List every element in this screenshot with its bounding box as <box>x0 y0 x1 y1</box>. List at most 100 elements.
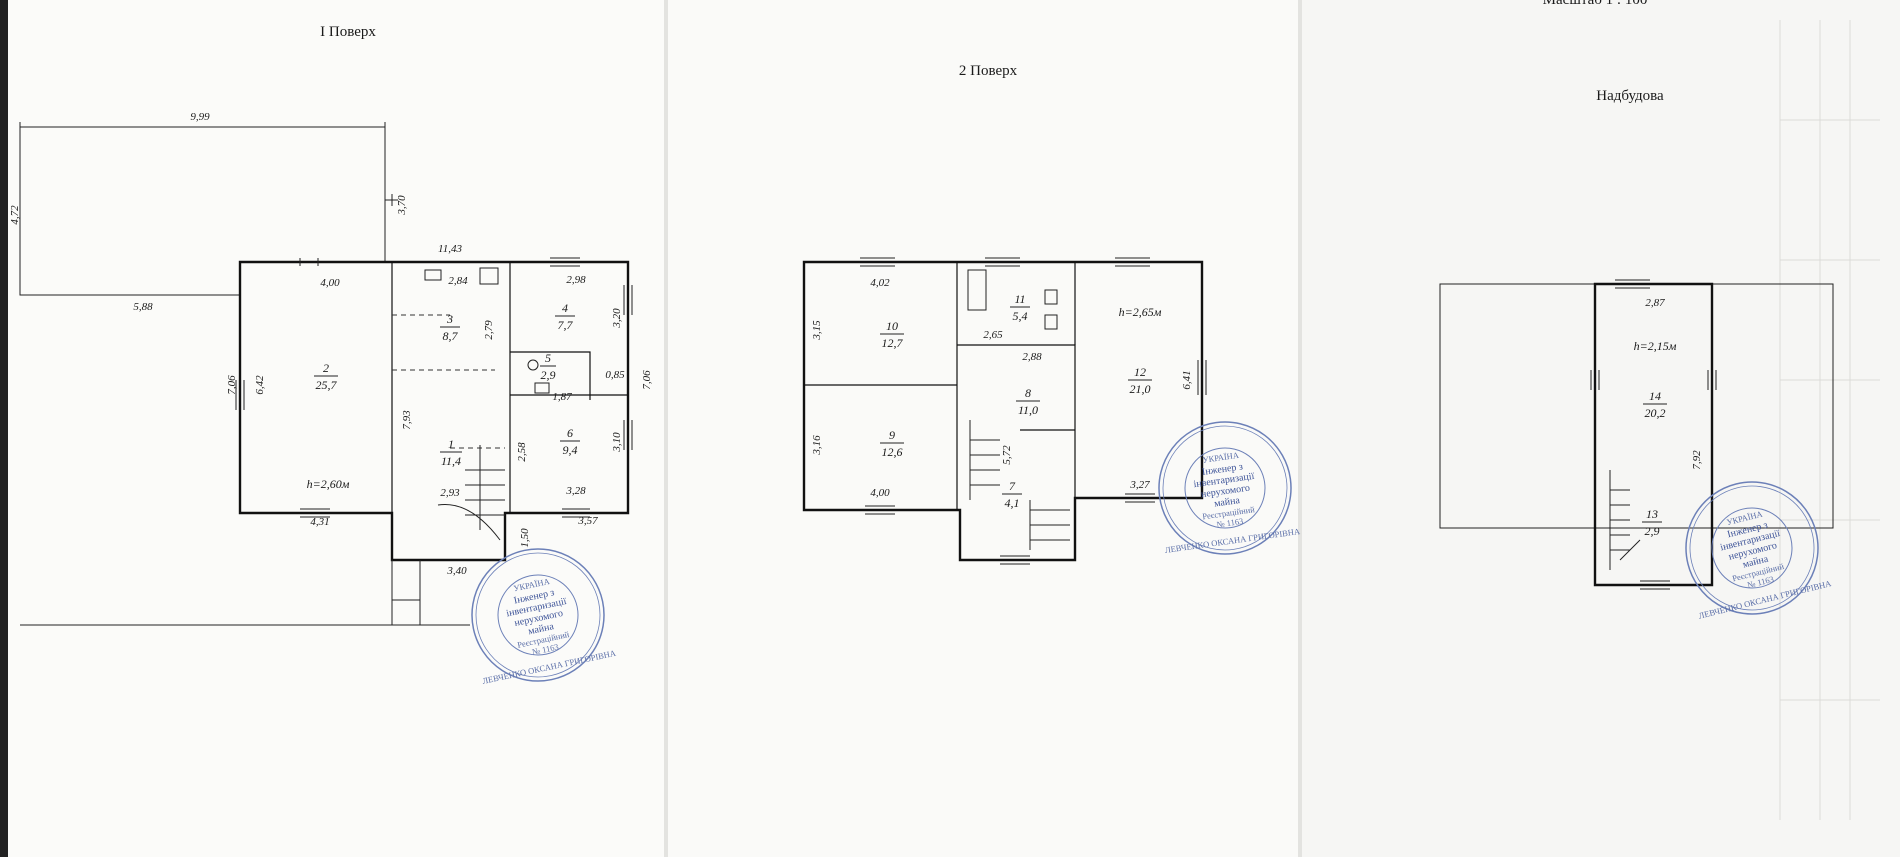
dim: 2,88 <box>1022 351 1042 363</box>
svg-text:11,0: 11,0 <box>1018 403 1038 417</box>
dim: 4,00 <box>870 487 890 499</box>
dim: 2,98 <box>566 274 586 286</box>
scale-note: Масштаб 1 : 100 <box>1543 0 1648 8</box>
room-14: 14 20,2 <box>1643 389 1667 420</box>
dim: 3,20 <box>611 308 623 329</box>
svg-text:11,4: 11,4 <box>441 454 461 468</box>
dim: 5,88 <box>133 301 153 313</box>
dim: 3,27 <box>1129 479 1150 491</box>
svg-text:20,2: 20,2 <box>1645 406 1666 420</box>
svg-text:10: 10 <box>886 319 898 333</box>
room-5: 5 2,9 <box>540 351 556 382</box>
background-table <box>1779 20 1880 820</box>
svg-text:4: 4 <box>562 301 568 315</box>
dim: 4,72 <box>9 205 21 225</box>
room-10: 10 12,7 <box>880 319 904 350</box>
svg-text:2: 2 <box>323 361 329 375</box>
svg-text:8,7: 8,7 <box>443 329 459 343</box>
svg-text:3: 3 <box>446 312 453 326</box>
floor-1-title: I Поверх <box>320 24 376 40</box>
dim: 3,70 <box>396 195 408 216</box>
room-9: 9 12,6 <box>880 428 904 459</box>
stamp-floor-2: УКРАЇНА Інженер з інвентаризації нерухом… <box>1158 421 1301 555</box>
stamp-floor-1: УКРАЇНА Інженер з інвентаризації нерухом… <box>471 548 618 686</box>
room-6: 6 9,4 <box>560 426 580 457</box>
dim: 1,87 <box>552 391 572 403</box>
dim: 7,93 <box>401 410 413 430</box>
svg-text:6: 6 <box>567 426 573 440</box>
svg-text:2,9: 2,9 <box>541 368 556 382</box>
svg-text:11: 11 <box>1014 292 1025 306</box>
dim: 2,79 <box>483 320 495 340</box>
svg-text:№ 1163: № 1163 <box>1216 516 1244 530</box>
room-1: 1 11,4 <box>440 437 462 468</box>
svg-text:8: 8 <box>1025 386 1031 400</box>
dim: 7,06 <box>641 370 653 390</box>
room-8: 8 11,0 <box>1016 386 1040 417</box>
dim: 2,87 <box>1645 297 1665 309</box>
room-12: 12 21,0 <box>1128 365 1152 396</box>
ceiling-height: h=2,60м <box>307 477 350 491</box>
dim: 2,65 <box>983 329 1003 341</box>
attic-plan: Масштаб 1 : 100 Надбудова 2,87 7,92 h=2,… <box>1439 0 1834 590</box>
svg-text:1: 1 <box>448 437 454 451</box>
dim: 4,02 <box>870 277 890 289</box>
svg-text:21,0: 21,0 <box>1130 382 1151 396</box>
sheet-floor-2 <box>668 0 1298 857</box>
svg-text:5: 5 <box>545 351 551 365</box>
svg-text:12,6: 12,6 <box>882 445 903 459</box>
room-7: 7 4,1 <box>1002 479 1022 510</box>
dim: 7,92 <box>1691 450 1703 470</box>
dim: 4,00 <box>320 277 340 289</box>
dim: 5,72 <box>1001 445 1013 465</box>
dim: 6,42 <box>254 375 266 395</box>
svg-text:12,7: 12,7 <box>882 336 904 350</box>
dim: 7,06 <box>226 375 238 395</box>
dim: 3,57 <box>577 515 598 527</box>
room-13: 13 2,9 <box>1642 507 1662 538</box>
dim: 3,10 <box>611 432 623 453</box>
room-3: 3 8,7 <box>440 312 460 343</box>
svg-text:2,9: 2,9 <box>1645 524 1660 538</box>
sheet-attic <box>1302 0 1900 857</box>
dim: 2,93 <box>440 487 460 499</box>
svg-text:7: 7 <box>1009 479 1016 493</box>
svg-text:14: 14 <box>1649 389 1661 403</box>
svg-text:9: 9 <box>889 428 895 442</box>
svg-text:12: 12 <box>1134 365 1146 379</box>
floor-2-title: 2 Поверх <box>959 63 1018 79</box>
dim: 2,58 <box>516 442 528 462</box>
dim: 9,99 <box>190 111 210 123</box>
scan-border <box>0 0 8 857</box>
dim: 3,28 <box>565 485 586 497</box>
dim: 6,41 <box>1181 370 1193 389</box>
dim: 4,31 <box>310 516 329 528</box>
svg-text:9,4: 9,4 <box>563 443 578 457</box>
sheet-divider <box>1298 0 1302 857</box>
svg-text:майна: майна <box>1213 495 1241 510</box>
dim: 11,43 <box>438 243 462 255</box>
dim: 2,84 <box>448 275 468 287</box>
sheet-floor-1 <box>0 0 664 857</box>
svg-text:13: 13 <box>1646 507 1658 521</box>
svg-text:5,4: 5,4 <box>1013 309 1028 323</box>
stamp-attic: УКРАЇНА Інженер з інвентаризації нерухом… <box>1685 481 1833 621</box>
room-11: 11 5,4 <box>1010 292 1030 323</box>
floor-1-plan: I Поверх 9,99 <box>9 24 653 626</box>
sheet-divider <box>664 0 668 857</box>
attic-title: Надбудова <box>1596 88 1664 104</box>
ceiling-height: h=2,15м <box>1634 339 1677 353</box>
room-2: 2 25,7 <box>314 361 338 392</box>
svg-text:4,1: 4,1 <box>1005 496 1020 510</box>
dim: 3,15 <box>811 320 823 341</box>
svg-text:майна: майна <box>527 621 555 637</box>
floor-2-plan: 2 Поверх 4,02 3,15 2,65 2,88 3,16 4,00 6… <box>802 63 1207 565</box>
ceiling-height: h=2,65м <box>1119 305 1162 319</box>
dim: 0,85 <box>605 369 625 381</box>
svg-text:7,7: 7,7 <box>558 318 574 332</box>
dim: 3,16 <box>811 435 823 456</box>
svg-text:25,7: 25,7 <box>316 378 338 392</box>
dim: 3,40 <box>446 565 467 577</box>
dim: 1,50 <box>519 528 531 548</box>
